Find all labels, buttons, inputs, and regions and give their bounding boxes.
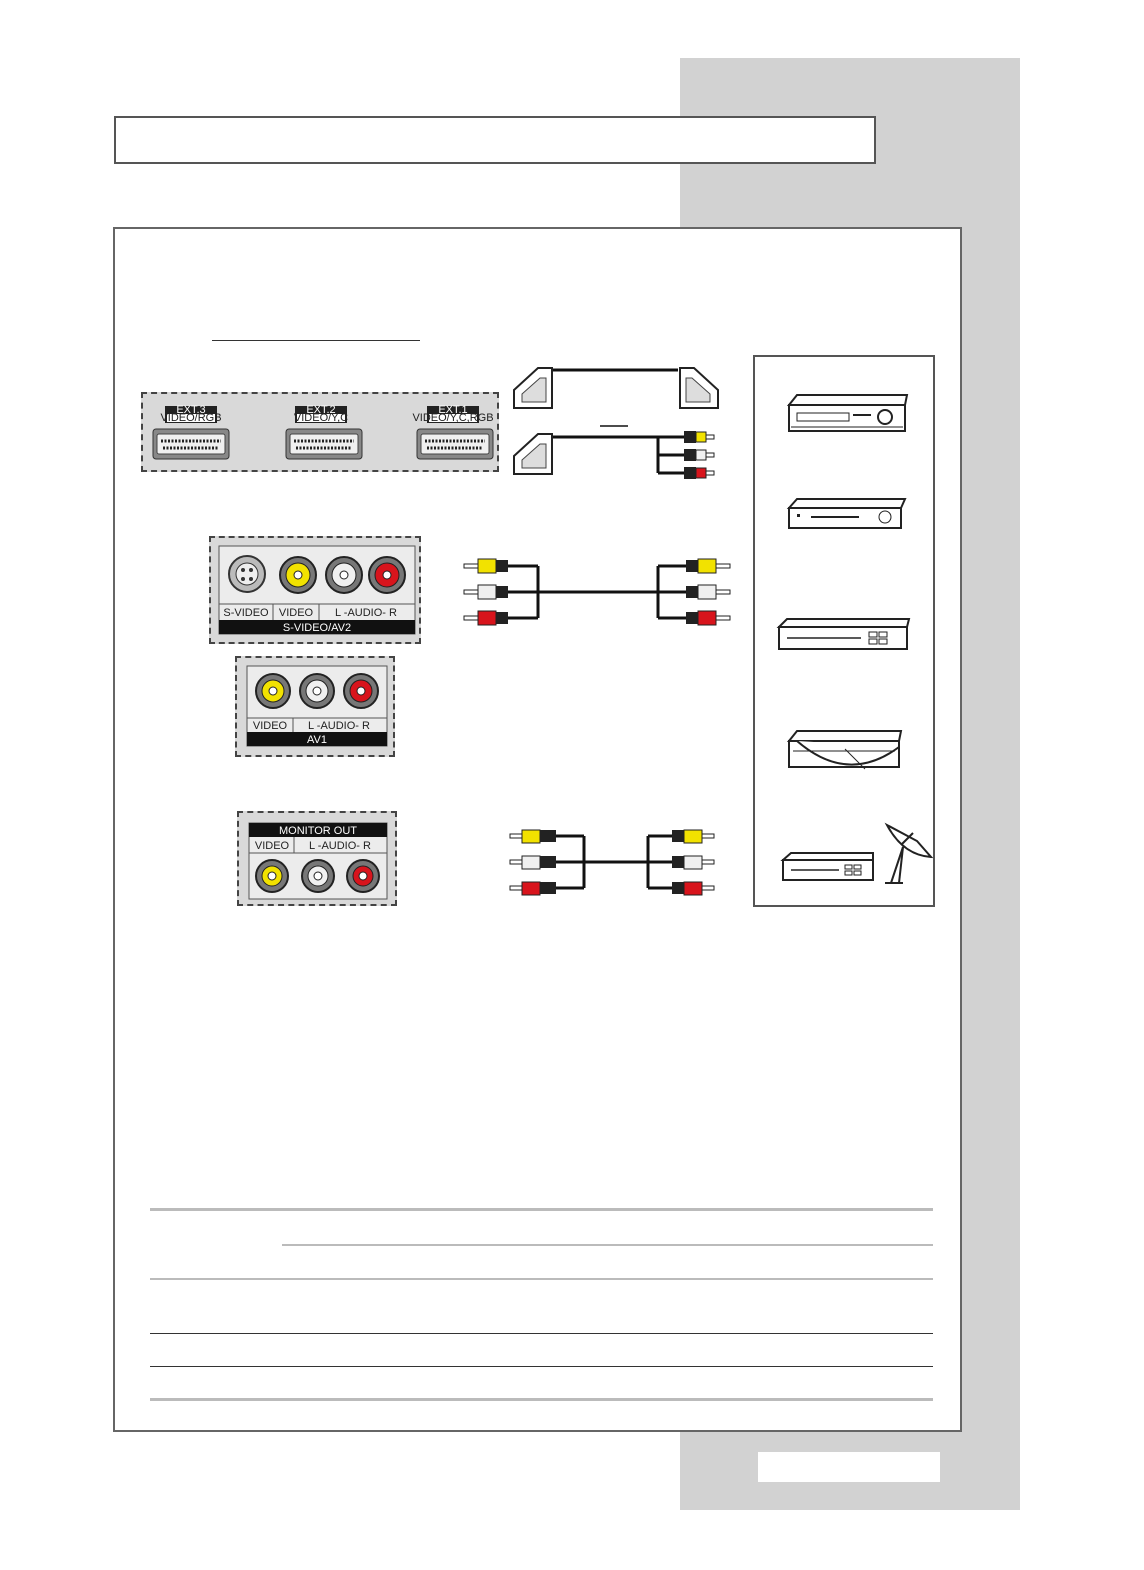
table-header-rule <box>282 1244 933 1246</box>
av1-audio-label: L -AUDIO- R <box>308 720 370 732</box>
monitor-audio-r-jack-red <box>346 859 380 893</box>
ext1-title: EXT.1 <box>438 404 467 416</box>
svideo-jack <box>228 555 266 593</box>
ext3-sub: VIDEO/RGB <box>160 412 221 424</box>
av1-video-label: VIDEO <box>253 720 288 732</box>
table-row-rule-1 <box>150 1278 933 1280</box>
scart-panel: EXT.3 VIDEO/RGB EXT.2 VIDEO/Y,C EXT.1 VI… <box>141 392 499 472</box>
scart-cables <box>513 367 719 479</box>
rca-monitor-cable <box>509 829 715 896</box>
set-top-box-icon <box>776 618 911 650</box>
monitor-video-label: VIDEO <box>255 840 290 852</box>
scart-ext3: EXT.3 VIDEO/RGB <box>152 404 230 460</box>
vcr-icon <box>786 394 909 432</box>
satellite-dish-icon <box>884 822 934 884</box>
heading-underline <box>212 340 420 341</box>
satellite-receiver-icon <box>780 852 874 881</box>
video-jack-yellow <box>279 556 317 594</box>
audio-l-jack-white <box>325 556 363 594</box>
scart-to-scart-cable <box>513 367 719 409</box>
monitor-out-panel: MONITOR OUT VIDEO L -AUDIO- R <box>237 811 397 906</box>
table-top-rule <box>150 1208 933 1211</box>
ext1-sub: VIDEO/Y,C,RGB <box>412 412 493 424</box>
av1-audio-l-jack-white <box>299 673 335 709</box>
device-illustrations <box>776 394 934 884</box>
scart-to-rca-cable <box>513 425 715 479</box>
av1-video-jack-yellow <box>255 673 291 709</box>
audio-label: L -AUDIO- R <box>335 607 397 619</box>
rca-av-cable <box>463 558 731 626</box>
svideo-label: S-VIDEO <box>223 607 269 619</box>
dvd-player-icon <box>786 498 907 529</box>
page-number-box <box>758 1452 940 1482</box>
table-bottom-rule <box>150 1398 933 1401</box>
monitor-video-jack-yellow <box>255 859 289 893</box>
av1-panel: VIDEO L -AUDIO- R AV1 <box>235 656 395 757</box>
ext2-sub: VIDEO/Y,C <box>294 412 348 424</box>
av1-label: AV1 <box>307 734 327 746</box>
av1-audio-r-jack-red <box>343 673 379 709</box>
scart-ext1: EXT.1 VIDEO/Y,C,RGB <box>412 404 494 460</box>
svideo-av2-label: S-VIDEO/AV2 <box>283 622 351 634</box>
page-title-box <box>114 116 876 164</box>
video-label: VIDEO <box>279 607 314 619</box>
audio-r-jack-red <box>368 556 406 594</box>
table-row-rule-3 <box>150 1366 933 1367</box>
svideo-av2-panel: S-VIDEO VIDEO L -AUDIO- R S-VIDEO/AV2 <box>209 536 421 644</box>
ext2-title: EXT.2 <box>306 404 335 416</box>
monitor-audio-label: L -AUDIO- R <box>309 840 371 852</box>
table-row-rule-2 <box>150 1333 933 1334</box>
scart-ext2: EXT.2 VIDEO/Y,C <box>285 404 363 460</box>
ext3-title: EXT.3 <box>176 404 205 416</box>
monitor-audio-l-jack-white <box>301 859 335 893</box>
disc-player-icon <box>786 730 903 770</box>
monitor-out-label: MONITOR OUT <box>279 825 357 837</box>
